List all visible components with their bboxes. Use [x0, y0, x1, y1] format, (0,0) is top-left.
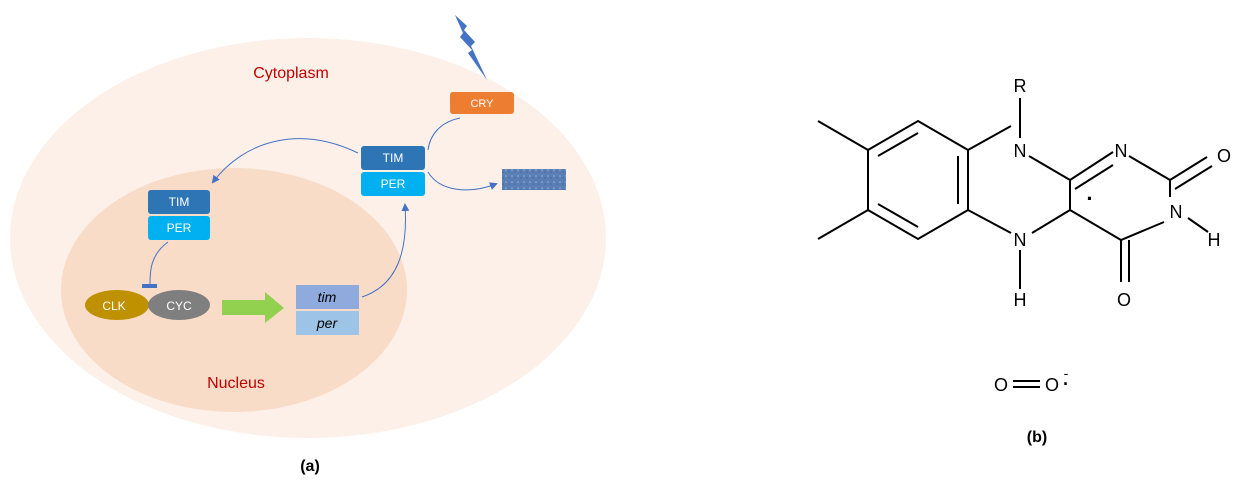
- radical-dot: ·: [1086, 186, 1093, 211]
- inhibition-bar: [142, 284, 157, 288]
- superoxide-o-right: O: [1045, 375, 1059, 395]
- middle-ring-bonds: [967, 125, 1071, 234]
- nucleus-label: Nucleus: [207, 375, 265, 392]
- tim-gene-label: tim: [318, 289, 337, 305]
- cry-label: CRY: [470, 98, 494, 110]
- cyc-ellipse: [148, 290, 210, 320]
- tim-nucleus-label: TIM: [169, 195, 190, 209]
- degraded-protein-block: [502, 169, 566, 190]
- superoxide-o-left: O: [994, 375, 1008, 395]
- per-cytoplasm-box: [361, 172, 425, 196]
- middle-imine-bond: [1069, 151, 1114, 190]
- superoxide-double-bond: [1013, 380, 1040, 388]
- nucleus-region: [61, 168, 407, 412]
- atom-nh-h: H: [1208, 230, 1221, 250]
- per-nucleus-box: [148, 216, 210, 240]
- cry-box: [450, 92, 514, 114]
- atom-o-right: O: [1217, 146, 1231, 166]
- methyl-bonds: [817, 120, 869, 240]
- clk-label: CLK: [102, 299, 125, 313]
- tim-cytoplasm-label: TIM: [383, 151, 404, 165]
- tim-cytoplasm-box: [361, 146, 425, 170]
- per-gene-label: per: [316, 315, 339, 331]
- inhibition-line: [149, 241, 169, 285]
- per-gene-box: [296, 311, 359, 335]
- nuclear-entry-arrow: [211, 138, 359, 184]
- panel-a-caption: (a): [300, 458, 320, 475]
- clk-ellipse: [85, 290, 149, 320]
- atom-n-bottom: N: [1014, 230, 1027, 250]
- cyc-label: CYC: [166, 299, 192, 313]
- degradation-arrow: [427, 171, 498, 191]
- tim-gene-box: [296, 285, 359, 309]
- atom-o-bottom: O: [1117, 290, 1131, 310]
- panel-b-labels: R N N O N H N H O · O O - · (b): [994, 76, 1231, 446]
- carbonyl-bonds: [1128, 156, 1213, 282]
- nh-bond-right: [1187, 217, 1209, 233]
- panel-b: [817, 98, 1213, 388]
- panel-a: Cytoplasm Nucleus CRY TIM PER TIM PER CL…: [10, 15, 606, 475]
- atom-r: R: [1014, 76, 1027, 96]
- per-cytoplasm-label: PER: [381, 177, 406, 191]
- light-lightning-icon: [455, 15, 487, 80]
- tim-nucleus-box: [148, 190, 210, 214]
- translation-arrow: [361, 203, 410, 298]
- cytoplasm-label: Cytoplasm: [253, 65, 329, 82]
- pyrimidine-ring: [1069, 155, 1171, 282]
- benzene-ring: [867, 119, 969, 241]
- atom-nh-n: N: [1170, 202, 1183, 222]
- superoxide-radical: ·: [1063, 374, 1069, 394]
- cry-binding-curve: [427, 117, 461, 151]
- transcription-arrow: [222, 292, 284, 323]
- atom-h-bottom: H: [1014, 290, 1027, 310]
- atom-n-imine: N: [1115, 141, 1128, 161]
- benzene-inner-bonds: [877, 132, 959, 228]
- per-nucleus-label: PER: [167, 221, 192, 235]
- panel-b-caption: (b): [1027, 429, 1047, 446]
- atom-n-top: N: [1014, 141, 1027, 161]
- superoxide-charge: -: [1064, 365, 1069, 381]
